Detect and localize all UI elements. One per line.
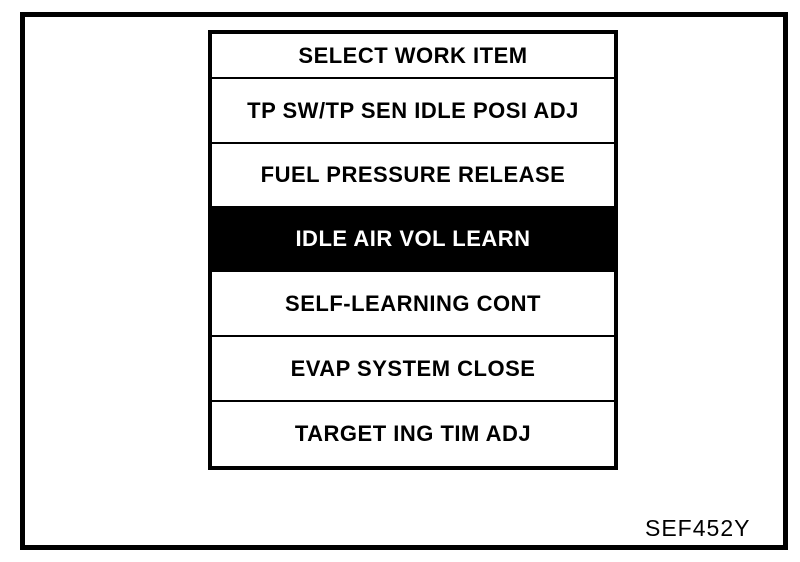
work-item-menu: SELECT WORK ITEM TP SW/TP SEN IDLE POSI … [208,30,618,470]
menu-title: SELECT WORK ITEM [212,34,614,79]
menu-item-evap-system-close[interactable]: EVAP SYSTEM CLOSE [212,337,614,402]
menu-item-tp-sw-tp-sen-idle-posi-adj[interactable]: TP SW/TP SEN IDLE POSI ADJ [212,79,614,144]
menu-item-idle-air-vol-learn[interactable]: IDLE AIR VOL LEARN [208,208,618,272]
menu-item-self-learning-cont[interactable]: SELF-LEARNING CONT [212,272,614,337]
figure-frame: SELECT WORK ITEM TP SW/TP SEN IDLE POSI … [20,12,788,550]
menu-item-target-ing-tim-adj[interactable]: TARGET ING TIM ADJ [212,402,614,466]
menu-item-fuel-pressure-release[interactable]: FUEL PRESSURE RELEASE [212,144,614,208]
figure-code: SEF452Y [645,515,751,541]
